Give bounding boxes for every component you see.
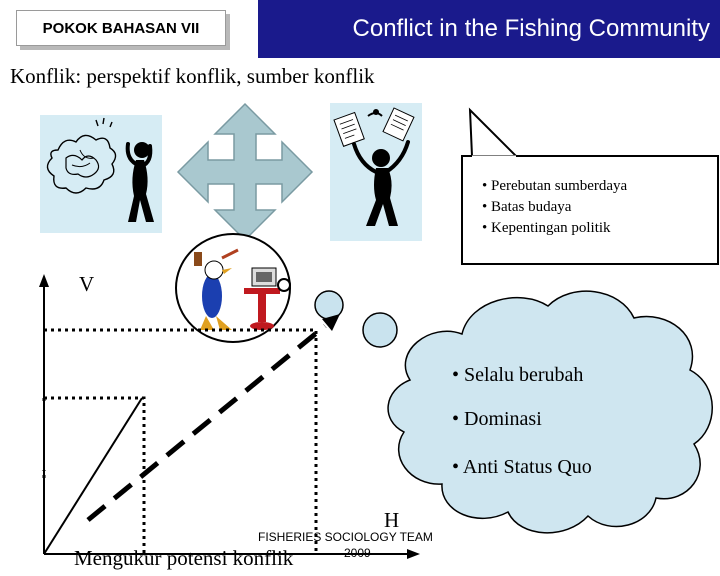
cloud-item: • Selalu berubah	[452, 364, 583, 387]
solid-diagonal	[44, 398, 142, 554]
team-credit: FISHERIES SOCIOLOGY TEAM	[258, 530, 433, 544]
thought-cloud	[388, 291, 712, 533]
juggling-person-clipart	[330, 103, 422, 241]
graph-caption: Mengukur potensi konflik	[74, 546, 293, 571]
thinking-oval-clipart	[176, 234, 290, 342]
dashed-diagonal-arrow	[88, 314, 340, 520]
four-way-arrow-icon	[178, 104, 312, 240]
thought-bubble-medium	[363, 313, 397, 347]
callout-list: • Perebutan sumberdaya • Batas budaya • …	[482, 176, 627, 239]
y-axis-label: V	[79, 272, 94, 297]
callout-item: • Perebutan sumberdaya	[482, 176, 627, 197]
cloud-item: • Dominasi	[452, 408, 542, 431]
callout-item: • Batas budaya	[482, 197, 627, 218]
callout-item: • Kepentingan politik	[482, 218, 627, 239]
cloud-item: • Anti Status Quo	[452, 456, 592, 479]
year-credit: 2009	[344, 546, 371, 560]
thought-bubble-tiny	[278, 279, 290, 291]
worried-person-clipart	[40, 115, 162, 233]
